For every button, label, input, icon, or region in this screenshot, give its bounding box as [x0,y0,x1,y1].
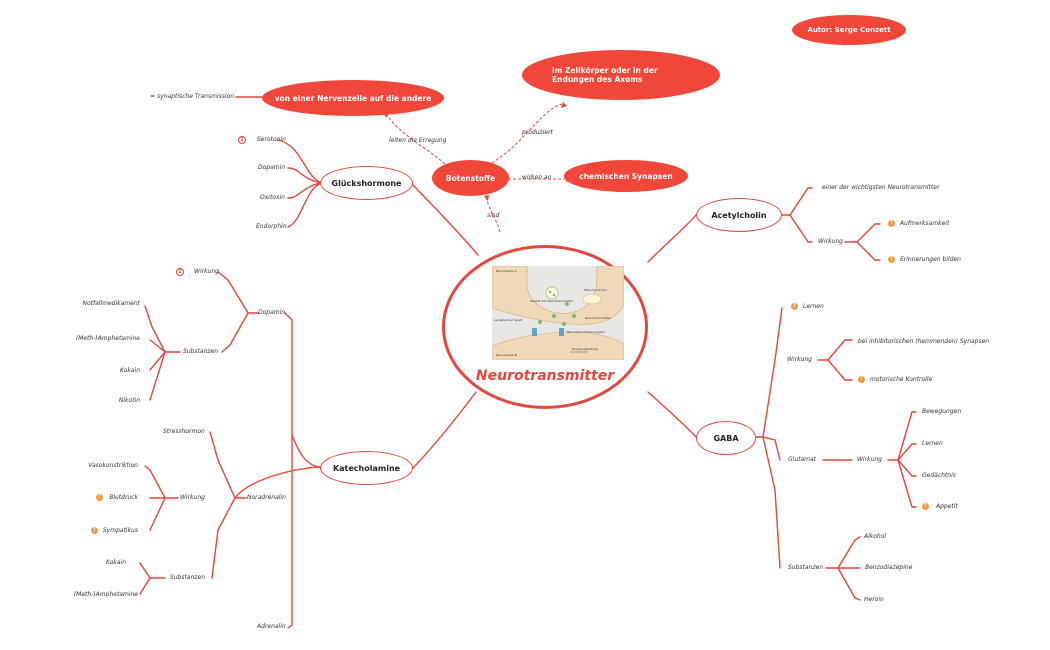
item-appetit[interactable]: Appetit [936,503,958,510]
item-gaba-lernen[interactable]: Lernen [803,303,824,310]
item-gaba-wirkung[interactable]: Wirkung [787,356,812,363]
item-gaba-substanzen[interactable]: Substanzen [788,564,824,571]
node-gaba[interactable]: GABA [696,421,756,455]
item-notfallmedikament[interactable]: Notfallmedikament [82,300,141,307]
item-kate-meth[interactable]: (Meth-)Amphetamine [73,591,138,598]
item-alkohol[interactable]: Alkohol [864,533,887,540]
label-wirken-an: wirken an [522,174,552,181]
node-acetylcholin[interactable]: Acetylcholin [696,198,782,232]
item-adrenalin[interactable]: Adrenalin [257,623,286,630]
item-serotonin[interactable]: Serotonin [257,136,286,143]
item-acetyl-wirkung[interactable]: Wirkung [818,238,843,245]
priority-icon: 1 [238,136,246,144]
item-glut-lernen[interactable]: Lernen [922,440,943,447]
info-icon: ! [888,220,895,227]
label-leiten-die-erregung: leiten die Erregung [389,137,447,144]
item-sympatikus[interactable]: Sympatikus [102,527,138,534]
item-kokain[interactable]: Kokain [119,367,140,374]
info-icon: ! [91,527,98,534]
item-bewegungen[interactable]: Bewegungen [922,408,962,415]
info-icon: ! [922,503,929,510]
label-produziert: produziert [522,129,553,136]
item-dopamin-substanzen[interactable]: Substanzen [183,348,219,355]
img-label-bottom: Nervenzelle B [496,353,517,357]
item-motorische-kontrolle[interactable]: motorische Kontrolle [870,376,933,383]
item-oxitoxin[interactable]: Oxitoxin [260,194,285,201]
node-von-einer-nervenzelle[interactable]: von einer Nervenzelle auf die andere [262,80,444,116]
item-benzodiazepine[interactable]: Benzodiazepine [865,564,913,571]
item-kate-wirkung[interactable]: Wirkung [180,494,205,501]
item-glutamat-wirkung[interactable]: Wirkung [857,456,882,463]
item-kate-substanzen[interactable]: Substanzen [170,574,206,581]
item-dopamin[interactable]: Dopamin [258,164,286,171]
node-im-zellkoerper[interactable]: im Zellkörper oder in der Endungen des A… [522,50,720,100]
item-blutdruck[interactable]: Blutdruck [109,494,138,501]
info-icon: ! [888,256,895,263]
item-glutamat[interactable]: Glutamat [788,456,817,463]
img-label-top: Nervenzelle A [496,269,517,273]
synapse-image: Nervenzelle A Mitochondrium Vesikel mit … [491,265,625,361]
img-label-vesicle: Vesikel mit Neurotransmitter [530,299,574,303]
img-label-receptor: Neurotransmitterrezeptor [567,330,606,334]
author-badge[interactable]: Autor: Serge Conzett [792,15,906,45]
img-label-mito: Mitochondrium [584,288,607,292]
item-acetyl-desc[interactable]: einer der wichtigsten Neurotransmitter [822,184,940,191]
item-stresshormon[interactable]: Stresshormon [163,428,205,435]
item-kate-kokain[interactable]: Kokain [105,559,126,566]
img-label-cleft: synaptischer Spalt [494,318,522,322]
img-label-conduction: Erregungsleitung [572,347,598,351]
node-botenstoffe[interactable]: Botenstoffe [432,160,509,196]
central-topic-title: Neurotransmitter [475,368,615,384]
info-icon: ! [858,376,865,383]
item-nikotin[interactable]: Nikotin [118,397,140,404]
item-gedaechtnis[interactable]: Gedächtnis [922,472,956,479]
item-endorphin[interactable]: Endorphin [256,223,287,230]
label-synaptische-transmission: = synaptische Transmission [150,93,234,100]
item-meth-amphetamine[interactable]: (Meth-)Amphetamine [75,335,140,342]
item-aufmerksamkeit[interactable]: Aufmerksamkeit [900,220,950,227]
info-icon: ! [791,303,798,310]
img-label-nt: Neurotransmitter [585,316,611,320]
label-sind: sind [487,212,500,219]
item-erinnerungen[interactable]: Erinnerungen bilden [900,256,961,263]
item-vasokonstriktion[interactable]: Vasokonstriktion [88,462,138,469]
item-noradrenalin[interactable]: Noradrenalin [247,494,286,501]
item-dopamin-kat[interactable]: Dopamin [258,309,286,316]
item-heroin[interactable]: Heroin [864,596,884,603]
item-dopamin-wirkung[interactable]: Wirkung [194,268,219,275]
info-icon: ! [96,494,103,501]
item-inhibitorischen[interactable]: bei inhibitorischen (hemmenden) Synapsen [858,338,990,345]
priority-icon: 1 [176,268,184,276]
node-chemischen-synapsen[interactable]: chemischen Synapsen [564,160,688,192]
central-topic[interactable]: Nervenzelle A Mitochondrium Vesikel mit … [442,245,648,409]
node-katecholamine[interactable]: Katecholamine [320,451,413,485]
node-glueckshormone[interactable]: Glückshormone [320,166,413,200]
